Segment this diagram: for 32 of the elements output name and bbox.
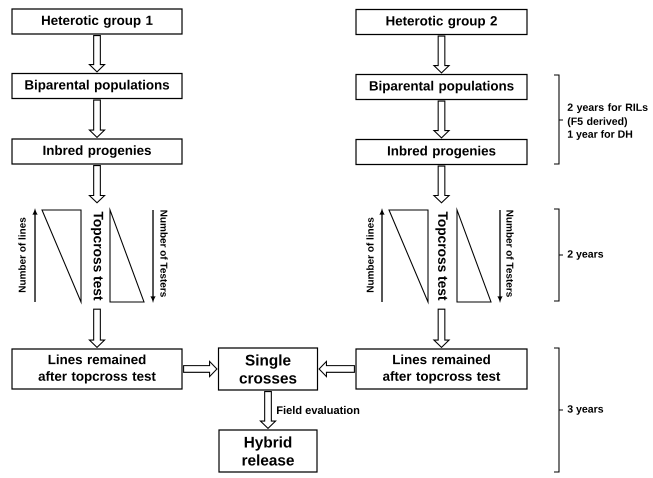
process-box: Lines remained after topcross test (355, 348, 528, 390)
process-box: Heterotic group 2 (355, 8, 528, 36)
block-arrow (88, 165, 106, 204)
process-box: Heterotic group 1 (11, 8, 183, 35)
block-arrow (88, 35, 106, 73)
process-box: Lines remained after topcross test (11, 348, 183, 390)
axis-label: Number of lines (18, 218, 26, 292)
result-box: Hybrid release (218, 429, 318, 473)
edge-label: Field evaluation (274, 404, 362, 416)
block-arrow (432, 308, 450, 348)
bracket-label: 3 years (568, 405, 604, 415)
process-box: Biparental populations (11, 72, 183, 100)
block-arrow (432, 166, 450, 204)
block-arrow (432, 36, 450, 74)
axis-label: Number of Testers (160, 210, 168, 297)
bracket-label: 1 year for DH (568, 130, 632, 140)
bracket-label: 2 years (568, 250, 604, 260)
block-arrow (88, 100, 106, 138)
block-arrow (259, 391, 277, 430)
process-box: Biparental populations (355, 74, 528, 100)
process-box: Inbred progenies (11, 138, 183, 165)
vertical-label: Topcross test (435, 212, 448, 300)
vertical-label: Topcross test (90, 212, 104, 300)
axis-label: Number of lines (366, 218, 374, 292)
process-box: Inbred progenies (355, 138, 528, 166)
block-arrow (88, 308, 106, 348)
block-arrow (183, 360, 218, 378)
axis-label: Number of Testers (506, 210, 514, 297)
bracket-label: 2 years for RILs (F5 derived) (568, 103, 648, 128)
block-arrow (432, 100, 450, 139)
result-box: Single crosses (218, 347, 318, 391)
block-arrow (318, 360, 355, 378)
